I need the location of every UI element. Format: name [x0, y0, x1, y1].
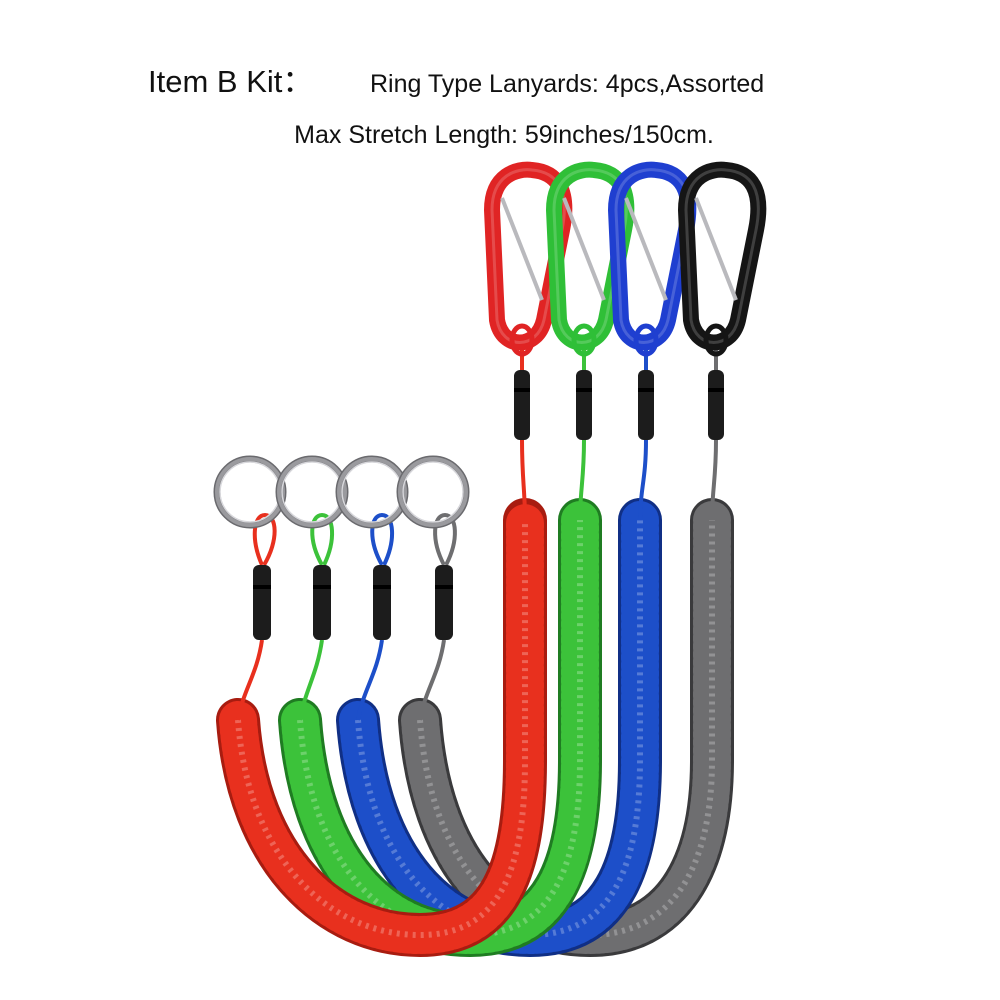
split-ring-shine-blue [341, 461, 403, 523]
left-sleeve-green [313, 565, 331, 640]
lanyards-description: Ring Type Lanyards: 4pcs,Assorted [370, 70, 765, 98]
carabiner-gate-green [562, 197, 606, 301]
left-sleeve-band-gray [435, 585, 453, 589]
split-ring-shine-green [281, 461, 343, 523]
ring-loop-gray [433, 512, 457, 566]
carabiner-loop-blue [633, 323, 659, 357]
left-tail-green [298, 639, 324, 721]
split-rings [213, 455, 470, 529]
carabiner-shine-gray [684, 168, 760, 344]
split-ring-face-red [215, 457, 285, 527]
right-tail-blue [638, 439, 648, 521]
right-sleeve-gray [708, 370, 724, 440]
ring-loop-green [310, 512, 335, 566]
coil-cords [216, 498, 734, 958]
heat-shrink-sleeves [253, 370, 724, 640]
carabiner-gate-red [500, 197, 544, 301]
right-tail-red [520, 439, 527, 521]
split-ring-face-blue [337, 457, 407, 527]
left-sleeve-band-blue [373, 585, 391, 589]
left-sleeve-gray [435, 565, 453, 640]
left-sleeve-band-green [313, 585, 331, 589]
ring-loop-red [252, 512, 277, 567]
stretch-length-description: Max Stretch Length: 59inches/150cm. [294, 121, 714, 149]
right-tail-green [578, 439, 586, 521]
carabiner-gray [678, 161, 767, 351]
right-sleeve-red [514, 370, 530, 440]
right-sleeve-band-gray [708, 388, 724, 392]
coil-highlight-green [297, 520, 583, 939]
right-sleeve-band-red [514, 388, 530, 392]
right-sleeve-band-blue [638, 388, 654, 392]
coil-highlight-red [235, 520, 528, 939]
left-tail-gray [418, 639, 446, 721]
caption-line-1: Item B Kit： Ring Type Lanyards: 4pcs,Ass… [0, 58, 1000, 108]
ring-loop-blue [370, 512, 395, 566]
right-sleeve-blue [638, 370, 654, 440]
left-sleeve-blue [373, 565, 391, 640]
right-sleeve-band-green [576, 388, 592, 392]
left-tail-red [236, 639, 264, 721]
carabiner-loop-red [509, 323, 535, 357]
cord-tails [236, 350, 718, 721]
right-sleeve-green [576, 370, 592, 440]
coil-highlight-gray [417, 520, 715, 939]
left-sleeve-red [253, 565, 271, 640]
split-ring-shine-red [219, 461, 281, 523]
carabiners [484, 161, 767, 357]
right-tail-gray [710, 439, 718, 521]
left-tail-blue [356, 639, 384, 721]
caption-line-2: Max Stretch Length: 59inches/150cm. [0, 116, 1000, 156]
split-ring-face-green [277, 457, 347, 527]
split-ring-shine-gray [402, 461, 464, 523]
left-sleeve-band-red [253, 585, 271, 589]
carabiner-loop-gray [703, 323, 729, 357]
coil-red [219, 501, 544, 955]
kit-label: Item B Kit： [148, 64, 314, 99]
carabiner-gate-blue [624, 197, 668, 301]
carabiner-gate-gray [694, 197, 738, 301]
carabiner-loop-green [571, 323, 597, 357]
split-ring-face-gray [398, 457, 468, 527]
